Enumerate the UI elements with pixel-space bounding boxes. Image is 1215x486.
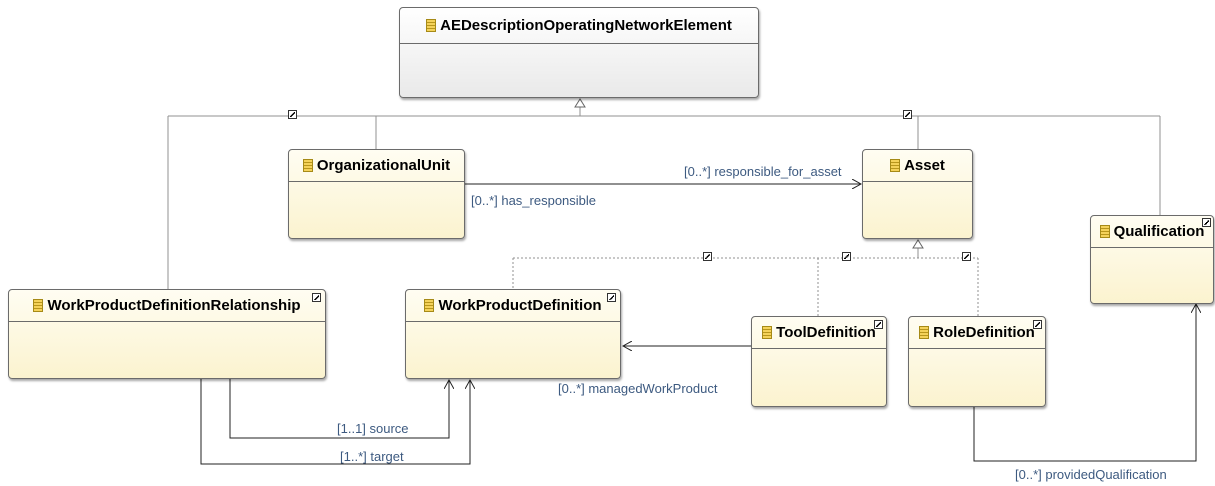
class-qualification[interactable]: Qualification	[1090, 215, 1214, 304]
class-header: ToolDefinition	[752, 317, 886, 349]
class-header: WorkProductDefinition	[406, 290, 620, 322]
class-icon	[1099, 225, 1110, 238]
generalization-triangle-ae	[574, 98, 586, 108]
class-icon	[919, 326, 930, 339]
class-icon	[302, 159, 313, 172]
class-role-definition[interactable]: RoleDefinition	[908, 316, 1046, 407]
class-header: WorkProductDefinitionRelationship	[9, 290, 325, 322]
shortcut-icon	[1033, 320, 1042, 329]
link-marker-asset-1	[703, 252, 712, 261]
shortcut-icon	[607, 293, 616, 302]
generalization-lines-ae	[167, 107, 1161, 289]
class-icon	[426, 19, 437, 32]
generalization-triangle-asset	[912, 239, 924, 249]
class-work-product-definition[interactable]: WorkProductDefinition	[405, 289, 621, 379]
shortcut-icon	[874, 320, 883, 329]
link-marker-asset-2	[842, 252, 851, 261]
assoc-source-line	[229, 379, 449, 439]
shortcut-icon	[1202, 218, 1211, 227]
class-name: AEDescriptionOperatingNetworkElement	[440, 17, 732, 34]
class-icon	[424, 299, 435, 312]
class-name: Asset	[904, 157, 945, 174]
label-has-responsible: [0..*] has_responsible	[471, 193, 597, 208]
class-ae-description[interactable]: AEDescriptionOperatingNetworkElement	[399, 7, 759, 98]
class-header: RoleDefinition	[909, 317, 1045, 349]
assoc-target-line	[200, 379, 470, 465]
class-organizational-unit[interactable]: OrganizationalUnit	[288, 149, 465, 239]
class-header: Asset	[863, 150, 972, 182]
link-marker-ae-left	[288, 110, 297, 119]
class-asset[interactable]: Asset	[862, 149, 973, 239]
class-wpd-relationship[interactable]: WorkProductDefinitionRelationship	[8, 289, 326, 379]
assoc-qualification-line	[973, 304, 1196, 462]
class-header: AEDescriptionOperatingNetworkElement	[400, 8, 758, 44]
association-lines	[200, 184, 1196, 465]
class-tool-definition[interactable]: ToolDefinition	[751, 316, 887, 407]
class-icon	[762, 326, 773, 339]
label-responsible-for-asset: [0..*] responsible_for_asset	[684, 164, 842, 179]
class-name: RoleDefinition	[933, 324, 1035, 341]
class-header: OrganizationalUnit	[289, 150, 464, 182]
link-marker-asset-3	[962, 252, 971, 261]
shortcut-icon	[312, 293, 321, 302]
class-header: Qualification	[1091, 216, 1213, 248]
class-name: ToolDefinition	[776, 324, 876, 341]
label-managed-work-product: [0..*] managedWorkProduct	[558, 381, 718, 396]
generalization-lines-asset	[512, 257, 979, 316]
label-provided-qualification: [0..*] providedQualification	[1015, 467, 1167, 482]
class-name: OrganizationalUnit	[316, 157, 451, 174]
class-icon	[33, 299, 44, 312]
label-target: [1..*] target	[340, 449, 404, 464]
label-source: [1..1] source	[337, 421, 409, 436]
class-icon	[890, 159, 901, 172]
class-name: WorkProductDefinitionRelationship	[47, 297, 301, 314]
class-name: WorkProductDefinition	[438, 297, 602, 314]
class-name: Qualification	[1113, 223, 1205, 240]
link-marker-ae-right	[903, 110, 912, 119]
